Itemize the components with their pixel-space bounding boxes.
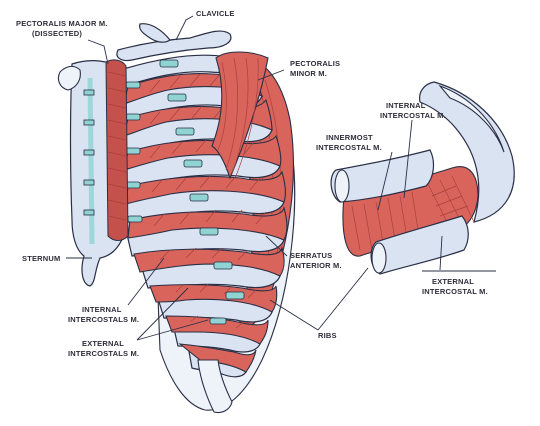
label-external-intercostals: EXTERNAL INTERCOSTALS M. (68, 339, 139, 358)
labels: PECTORALIS MAJOR M. (DISSECTED) CLAVICLE… (16, 9, 488, 358)
label-serratus-anterior: SERRATUS ANTERIOR M. (290, 251, 342, 270)
pectoralis-minor-muscle (211, 51, 269, 180)
label-external-intercostal: EXTERNAL INTERCOSTAL M. (422, 277, 488, 296)
label-internal-intercostals: INTERNAL INTERCOSTALS M. (68, 305, 139, 324)
label-innermost-intercostal: INNERMOST INTERCOSTAL M. (316, 133, 382, 152)
label-clavicle: CLAVICLE (196, 9, 235, 18)
costal-cartilage (125, 59, 245, 325)
rib-cage-illustration (57, 23, 296, 414)
leader-lines (66, 15, 496, 341)
label-ribs: RIBS (318, 331, 337, 340)
intercostal-detail-illustration (330, 81, 515, 275)
label-sternum: STERNUM (22, 254, 60, 263)
clavicle-bone (116, 30, 232, 62)
pectoralis-major-muscle (105, 59, 129, 241)
label-pectoralis-minor: PECTORALIS MINOR M. (290, 59, 343, 78)
label-pectoralis-major: PECTORALIS MAJOR M. (DISSECTED) (16, 19, 110, 38)
label-internal-intercostal: INTERNAL INTERCOSTAL M. (380, 101, 446, 120)
